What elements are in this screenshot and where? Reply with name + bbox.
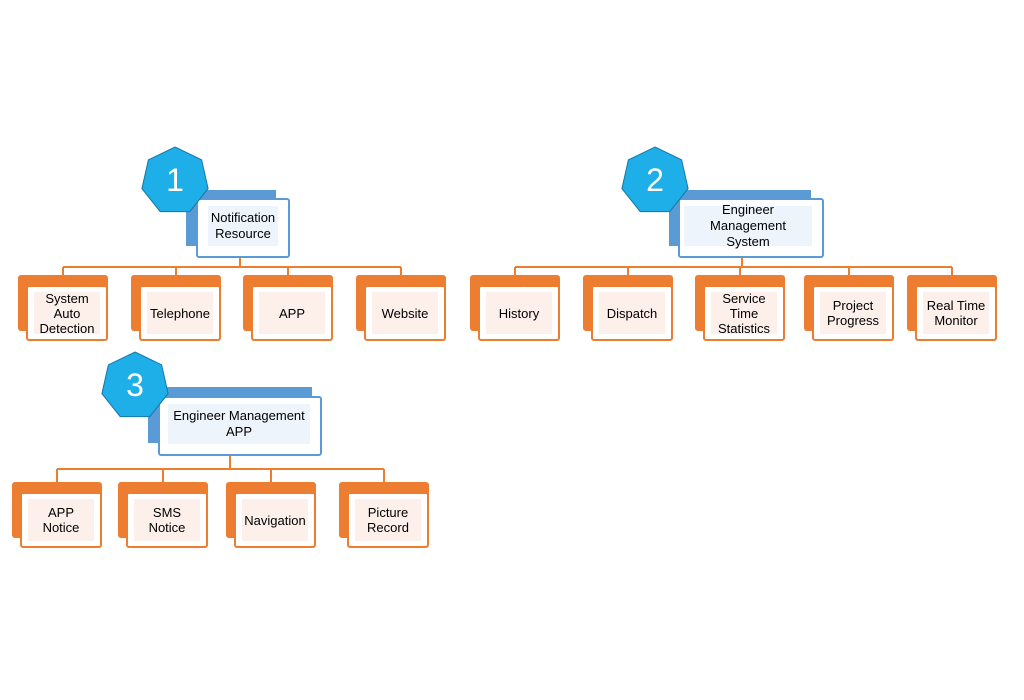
child-card: Telephone bbox=[139, 285, 221, 341]
root-title: Engineer Management System bbox=[684, 202, 812, 249]
child-label: Real Time Monitor bbox=[923, 292, 989, 334]
child-card: APP Notice bbox=[20, 492, 102, 548]
badge-number: 2 bbox=[646, 162, 664, 198]
child-label: Project Progress bbox=[820, 292, 886, 334]
child-card: SMS Notice bbox=[126, 492, 208, 548]
child-node: Service Time Statistics bbox=[695, 275, 785, 341]
child-card: Dispatch bbox=[591, 285, 673, 341]
heptagon-icon bbox=[141, 146, 209, 213]
number-badge: 3 bbox=[100, 350, 170, 420]
child-node: Website bbox=[356, 275, 446, 341]
root-title: Engineer Management APP bbox=[168, 404, 310, 444]
child-node: Picture Record bbox=[339, 482, 429, 548]
child-card: APP bbox=[251, 285, 333, 341]
child-node: System Auto Detection bbox=[18, 275, 108, 341]
child-node: Dispatch bbox=[583, 275, 673, 341]
child-label: Navigation bbox=[242, 499, 308, 541]
badge-number: 1 bbox=[166, 162, 184, 198]
number-badge: 2 bbox=[620, 145, 690, 215]
child-label: Dispatch bbox=[599, 292, 665, 334]
child-card: Real Time Monitor bbox=[915, 285, 997, 341]
badge-number: 3 bbox=[126, 367, 144, 403]
child-node: Telephone bbox=[131, 275, 221, 341]
child-label: Picture Record bbox=[355, 499, 421, 541]
child-card: History bbox=[478, 285, 560, 341]
root-title: Notification Resource bbox=[208, 206, 278, 246]
child-label: History bbox=[486, 292, 552, 334]
child-card: System Auto Detection bbox=[26, 285, 108, 341]
child-node: APP bbox=[243, 275, 333, 341]
child-card: Service Time Statistics bbox=[703, 285, 785, 341]
heptagon-icon bbox=[621, 146, 689, 213]
child-label: APP Notice bbox=[28, 499, 94, 541]
child-node: APP Notice bbox=[12, 482, 102, 548]
child-label: SMS Notice bbox=[134, 499, 200, 541]
child-label: Telephone bbox=[147, 292, 213, 334]
heptagon-icon bbox=[101, 351, 169, 418]
child-label: APP bbox=[259, 292, 325, 334]
number-badge: 1 bbox=[140, 145, 210, 215]
child-node: Project Progress bbox=[804, 275, 894, 341]
child-card: Website bbox=[364, 285, 446, 341]
child-node: History bbox=[470, 275, 560, 341]
child-node: SMS Notice bbox=[118, 482, 208, 548]
child-label: System Auto Detection bbox=[34, 291, 100, 336]
child-label: Service Time Statistics bbox=[711, 291, 777, 336]
child-label: Website bbox=[372, 292, 438, 334]
child-card: Navigation bbox=[234, 492, 316, 548]
child-node: Navigation bbox=[226, 482, 316, 548]
child-card: Project Progress bbox=[812, 285, 894, 341]
child-card: Picture Record bbox=[347, 492, 429, 548]
child-node: Real Time Monitor bbox=[907, 275, 997, 341]
